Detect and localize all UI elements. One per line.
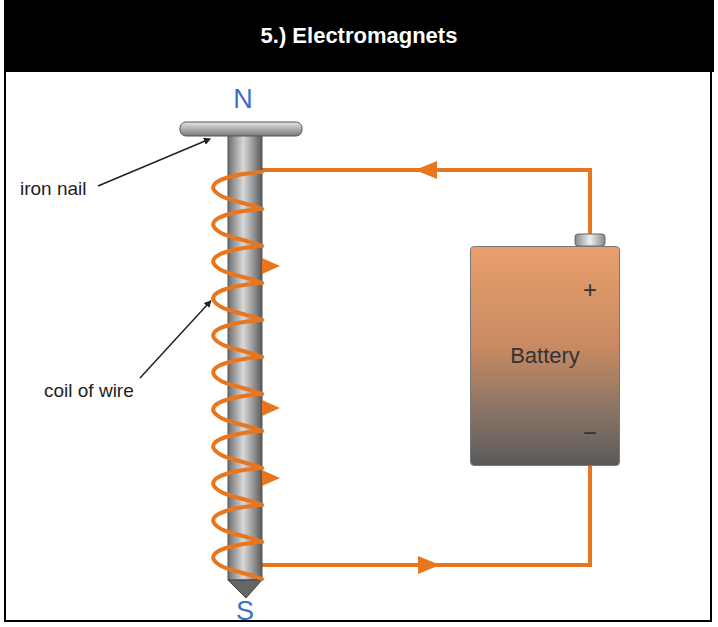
pole-label: S (230, 596, 260, 627)
battery-body: Battery (470, 246, 620, 466)
title-bar: 5.) Electromagnets (4, 0, 714, 72)
coil-winding (213, 320, 262, 357)
coil-winding (213, 172, 262, 209)
pole-label: N (228, 84, 258, 115)
coil-winding (213, 542, 262, 579)
coil-winding (213, 394, 262, 431)
coil-winding (213, 246, 262, 283)
coil-winding (213, 505, 262, 542)
part-label: coil of wire (44, 380, 154, 402)
coil-winding (213, 468, 262, 505)
terminal-sign: + (578, 276, 602, 304)
coil-winding (213, 209, 262, 246)
coil-winding (213, 283, 262, 320)
coil-winding (213, 431, 262, 468)
part-label: iron nail (20, 178, 100, 200)
coil-winding (213, 357, 262, 394)
battery-label: Battery (510, 343, 580, 369)
terminal-sign: − (578, 419, 602, 447)
